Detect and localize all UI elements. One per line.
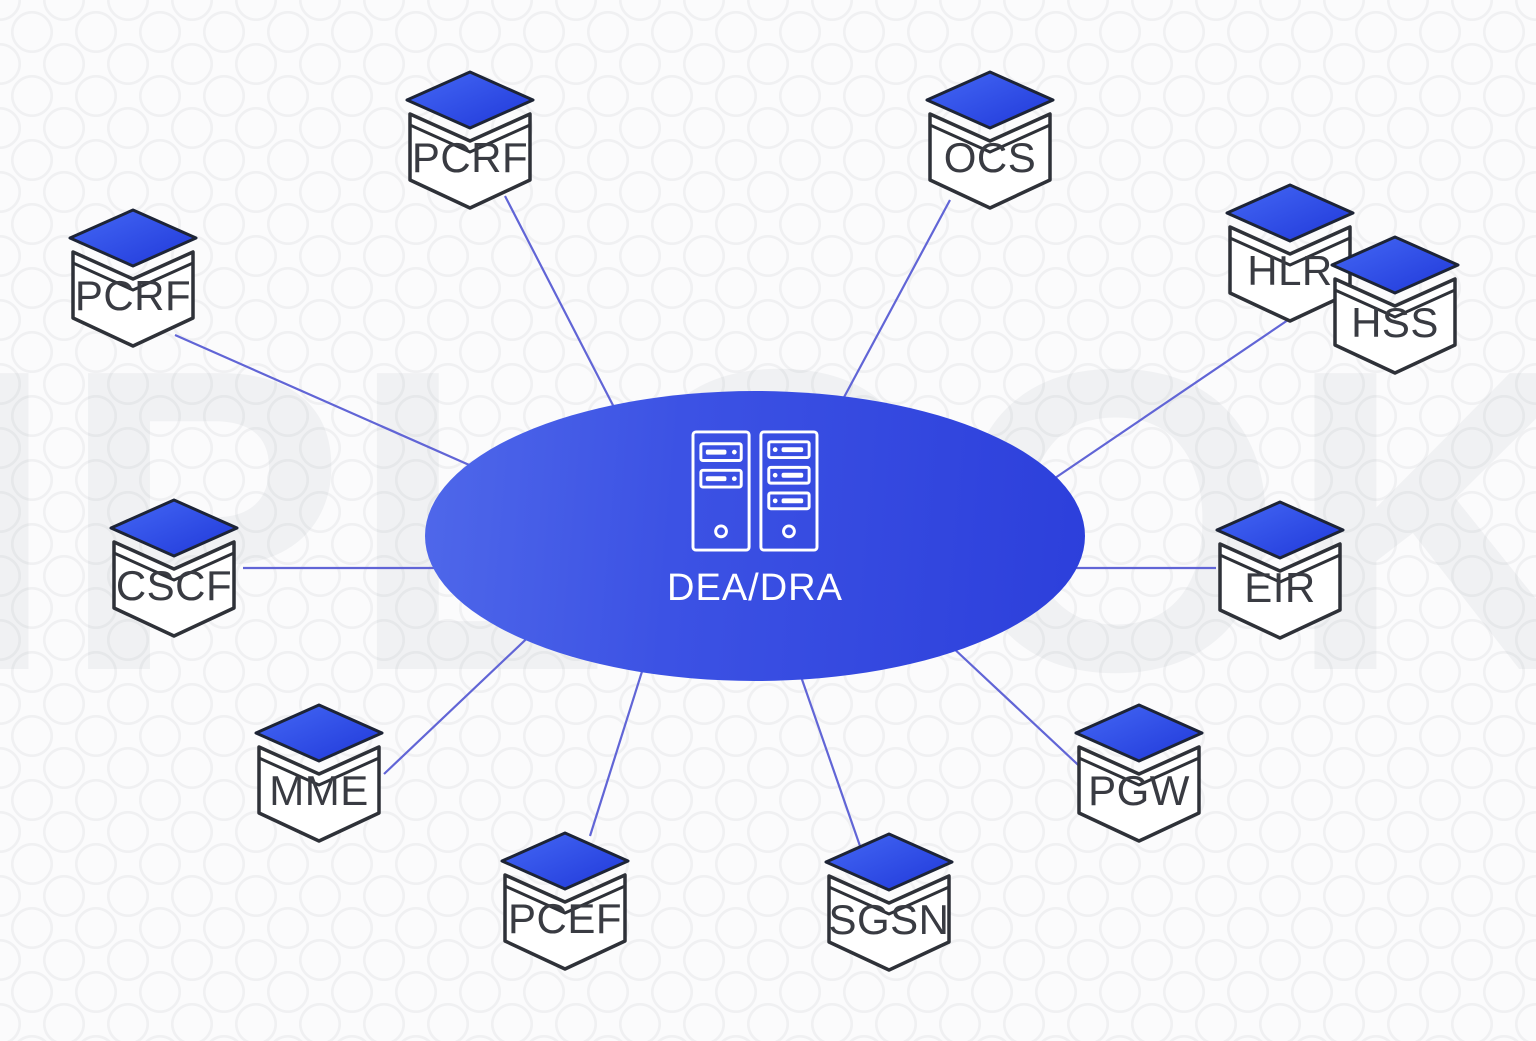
network-node-pcrf-upper-left: PCRF: [66, 206, 200, 348]
node-label: EIR: [1244, 564, 1316, 611]
connection-line-sgsn: [796, 667, 862, 847]
hub-label: DEA/DRA: [667, 567, 843, 609]
network-node-eir: EIR: [1213, 498, 1347, 640]
network-node-cscf: CSCF: [107, 496, 241, 638]
node-label: HLR: [1247, 247, 1333, 294]
node-label: MME: [269, 767, 369, 814]
node-label: PCRF: [411, 134, 529, 181]
open-box-node-icon: [1330, 235, 1460, 375]
node-label: HSS: [1351, 299, 1439, 346]
open-box-node-icon: [68, 208, 198, 348]
open-box-node-icon: [925, 70, 1055, 210]
connection-line-hlr: [1029, 319, 1289, 496]
open-box-node-icon: [254, 703, 384, 843]
connection-line-pcrf-upper-left: [174, 333, 511, 485]
node-label: CSCF: [115, 562, 233, 609]
server-rack-icon: [691, 430, 819, 552]
node-label: PCEF: [507, 895, 622, 942]
connection-line-ocs: [834, 199, 951, 415]
open-box-node-icon: [1074, 703, 1204, 843]
connection-line-pcef: [588, 661, 647, 837]
connection-line-mme: [383, 625, 541, 775]
network-node-ocs: OCS: [923, 68, 1057, 210]
node-label: OCS: [943, 134, 1037, 181]
network-node-pcrf-top: PCRF: [403, 68, 537, 210]
connection-line-pgw: [949, 644, 1091, 777]
open-box-node-icon: [405, 70, 535, 210]
open-box-node-icon: [500, 831, 630, 971]
node-label: PGW: [1088, 767, 1190, 814]
node-label: PCRF: [74, 272, 192, 319]
network-node-hlr: HLR: [1223, 181, 1357, 323]
dea-dra-hub: DEA/DRA: [425, 391, 1085, 681]
network-node-pcef: PCEF: [498, 829, 632, 971]
connection-line-pcrf-top: [504, 195, 619, 416]
open-box-node-icon: [1215, 500, 1345, 640]
network-node-pgw: PGW: [1072, 701, 1206, 843]
network-node-sgsn: SGSN: [822, 830, 956, 972]
network-node-hss: HSS: [1328, 233, 1462, 375]
open-box-node-icon: [824, 832, 954, 972]
node-label: SGSN: [828, 896, 950, 943]
network-node-mme: MME: [252, 701, 386, 843]
open-box-node-icon: [109, 498, 239, 638]
open-box-node-icon: [1225, 183, 1355, 323]
